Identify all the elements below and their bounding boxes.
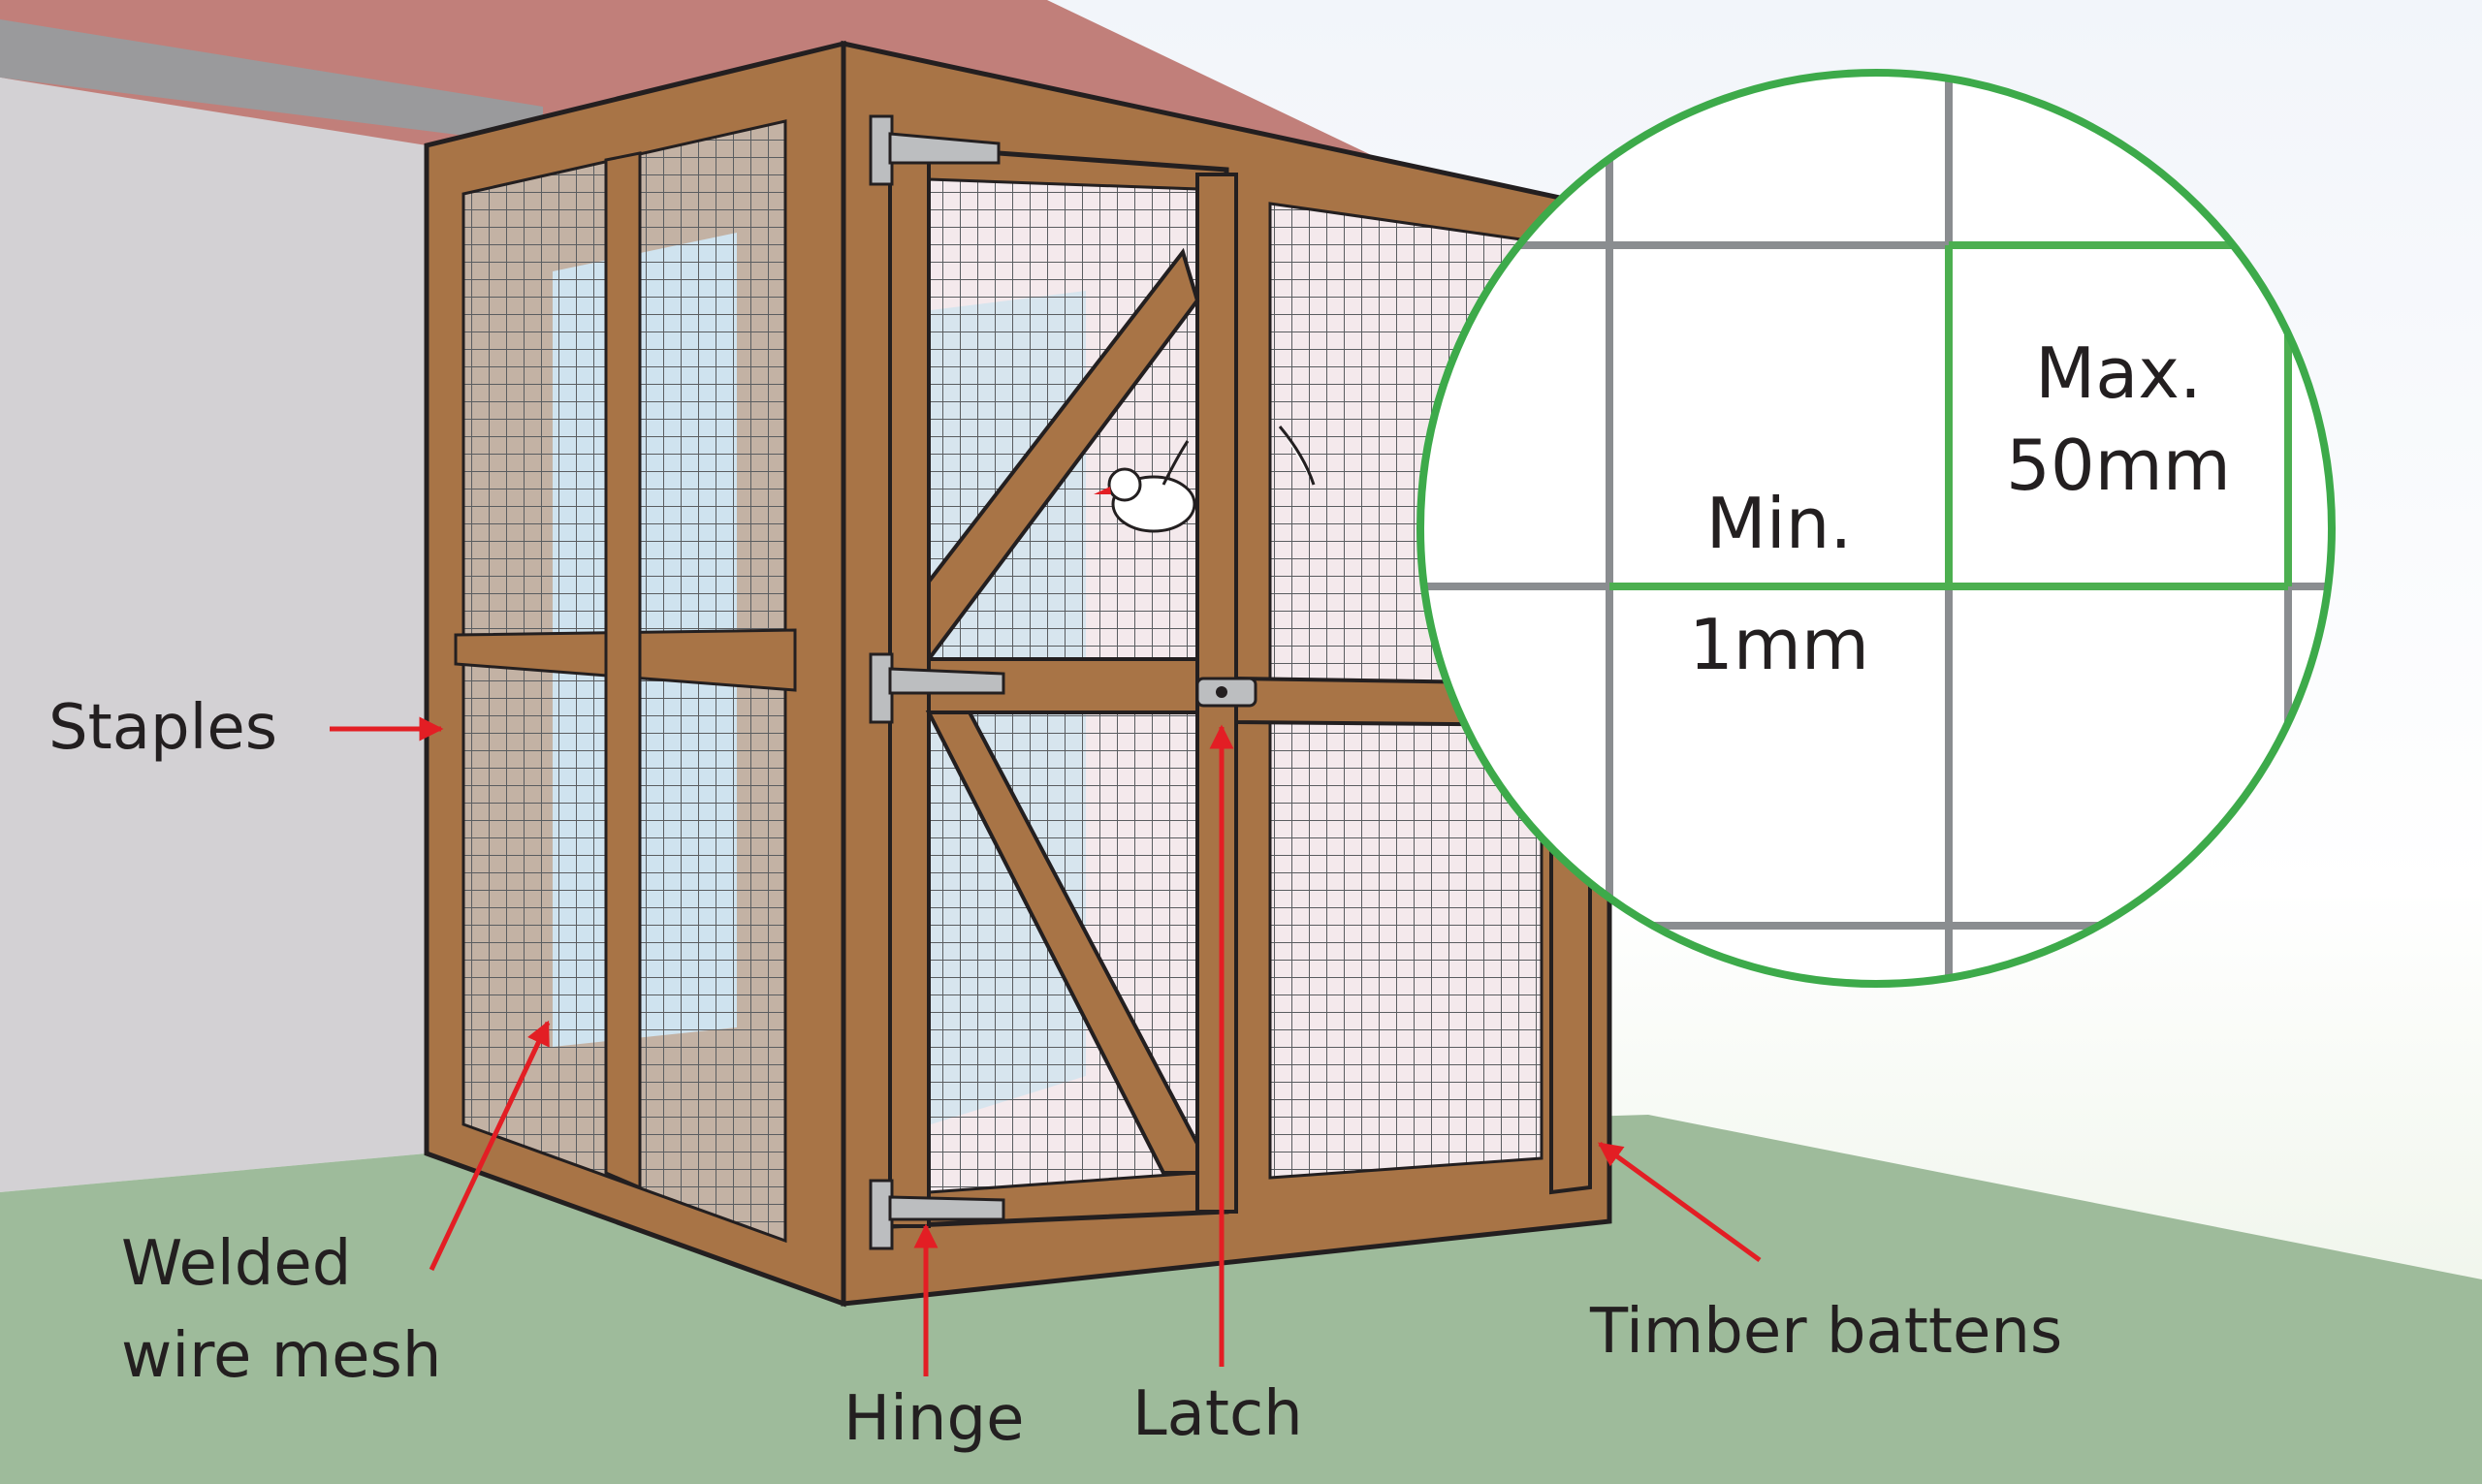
arrow-icon bbox=[330, 716, 1762, 1376]
hinge-middle bbox=[869, 652, 1005, 724]
welded-mesh-arrow bbox=[429, 1020, 551, 1272]
hinge-label: Hinge bbox=[843, 1383, 1024, 1455]
max-label-line1: Max. bbox=[2035, 332, 2202, 414]
mesh-detail-zoom: Max. 50mm Min. 1mm bbox=[1416, 69, 2336, 988]
house-wall bbox=[0, 78, 427, 1192]
staples-label: Staples bbox=[48, 692, 277, 764]
hinges bbox=[869, 114, 1005, 1250]
welded-label-line2: wire mesh bbox=[121, 1320, 441, 1392]
roof-edge bbox=[0, 19, 543, 145]
timber-battens-label: Timber battens bbox=[1589, 1296, 2062, 1368]
latch bbox=[1195, 677, 1257, 708]
hinge-bottom bbox=[869, 1179, 1005, 1250]
dove-icon bbox=[1094, 426, 1316, 533]
aviary-left-face bbox=[424, 40, 846, 1308]
timber-arrow bbox=[1597, 1141, 1762, 1263]
latch-label: Latch bbox=[1132, 1378, 1303, 1450]
min-label-line1: Min. bbox=[1706, 483, 1853, 564]
min-label-line2: 1mm bbox=[1689, 604, 1869, 685]
hinge-top bbox=[869, 114, 1001, 186]
welded-label-line1: Welded bbox=[121, 1228, 351, 1300]
max-label-line2: 50mm bbox=[2006, 425, 2231, 506]
